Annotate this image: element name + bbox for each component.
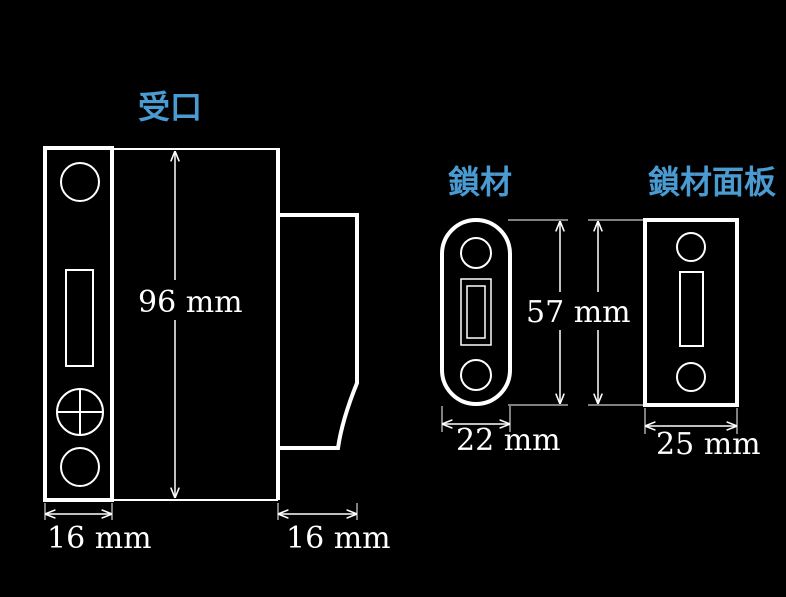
lock-plate-body — [643, 218, 739, 407]
title-lock-bar: 鎖材 — [448, 163, 512, 201]
receiver-box-profile — [278, 213, 359, 450]
lock-bar-body — [440, 218, 512, 406]
receiver-left-plate — [43, 146, 114, 502]
lock-plate-bottom-hole — [676, 362, 706, 392]
receiver-bottom-hole — [60, 447, 100, 487]
dim-receiver-right-width: 16 mm — [286, 521, 391, 556]
dim-lock-plate-width: 25 mm — [656, 427, 761, 462]
dim-lock-bar-height: 57 mm — [526, 295, 631, 330]
lock-bar-slot-outer — [460, 278, 492, 346]
receiver-top-hole — [60, 162, 100, 202]
dim-receiver-height: 96 mm — [138, 285, 243, 320]
title-receiver: 受口 — [138, 88, 202, 126]
lock-plate-slot — [679, 271, 704, 347]
receiver-slot — [65, 269, 94, 367]
lock-plate-part — [643, 218, 739, 407]
lock-bar-part — [440, 218, 512, 406]
receiver-part — [43, 146, 359, 502]
lock-bar-bottom-hole — [460, 359, 492, 391]
lock-bar-slot-inner — [466, 285, 486, 339]
dim-lock-bar-width: 22 mm — [456, 423, 561, 458]
dim-receiver-left-width: 16 mm — [47, 521, 152, 556]
lock-plate-top-hole — [676, 232, 706, 262]
lock-bar-top-hole — [460, 237, 492, 269]
title-lock-plate: 鎖材面板 — [648, 163, 776, 201]
